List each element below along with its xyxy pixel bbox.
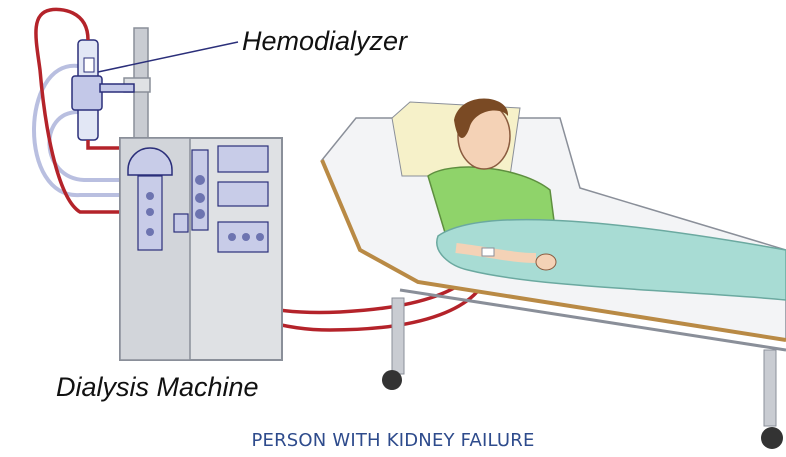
hemodialyzer-icon (72, 40, 238, 140)
figure-caption: PERSON WITH KIDNEY FAILURE (0, 430, 786, 451)
dialysis-machine-label: Dialysis Machine (56, 372, 259, 403)
hemodialyzer-label: Hemodialyzer (242, 26, 407, 57)
dialysis-machine-icon (120, 138, 282, 360)
